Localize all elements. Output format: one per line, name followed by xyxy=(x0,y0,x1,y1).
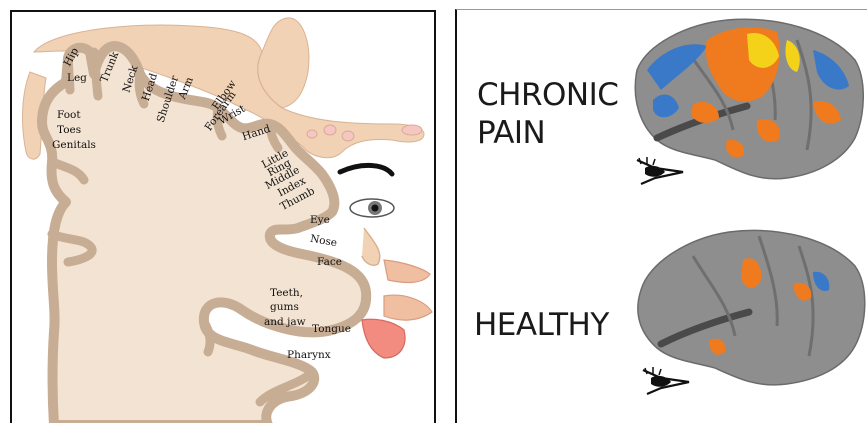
label-eye: Eye xyxy=(310,215,330,226)
label-foot: Foot xyxy=(57,110,81,121)
label-tongue: Tongue xyxy=(312,324,351,335)
homunculus-panel: Hip Leg Trunk Neck Head Shoulder Arm Elb… xyxy=(10,10,436,423)
label-face: Face xyxy=(317,257,342,268)
brain-comparison-panel: CHRONIC PAIN HEALTHY xyxy=(455,9,867,423)
brain-images xyxy=(457,10,867,423)
label-genitals: Genitals xyxy=(52,140,96,151)
chronic-eye-icon xyxy=(637,157,683,184)
label-teeth-2: gums xyxy=(270,302,299,313)
label-teeth-1: Teeth, xyxy=(270,288,303,299)
homunculus-face xyxy=(340,165,432,358)
label-teeth-3: and jaw xyxy=(264,317,306,328)
healthy-eye-icon xyxy=(643,367,689,394)
chronic-pain-brain xyxy=(635,19,863,184)
label-leg: Leg xyxy=(67,73,87,84)
label-pharynx: Pharynx xyxy=(287,350,331,361)
healthy-brain xyxy=(638,230,865,394)
label-toes: Toes xyxy=(57,125,81,136)
